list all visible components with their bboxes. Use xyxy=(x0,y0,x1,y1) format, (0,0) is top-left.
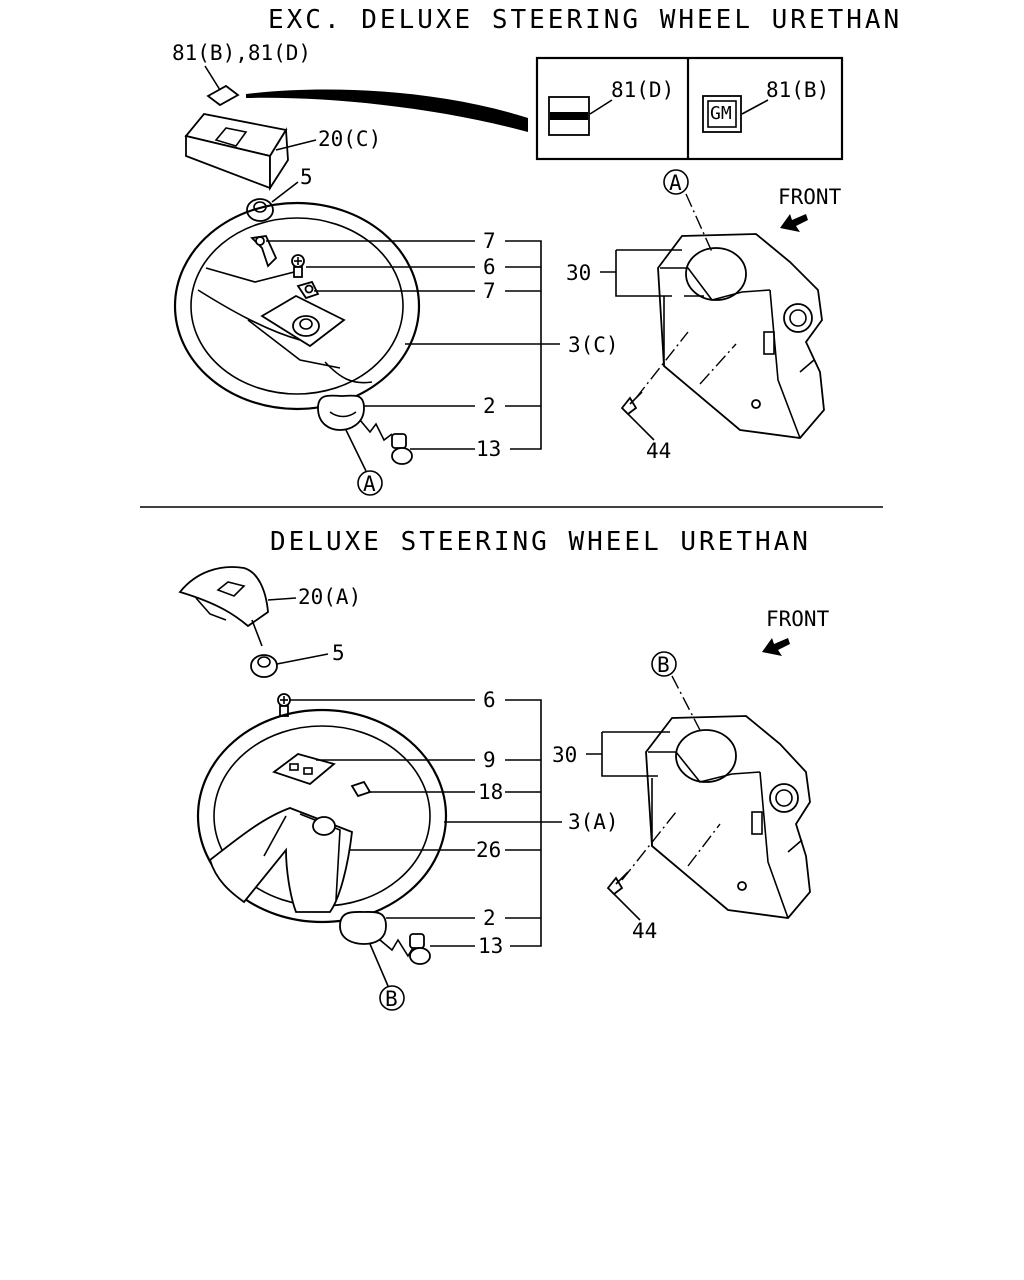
callout-5: 5 xyxy=(300,165,313,189)
cancel-ring-2-bottom xyxy=(339,911,387,945)
callout-5-bottom: 5 xyxy=(332,641,345,665)
horn-pad-c xyxy=(184,113,289,192)
leader-30-bottom xyxy=(586,731,670,777)
callout-26: 26 xyxy=(476,838,501,862)
callout-13: 13 xyxy=(476,437,501,461)
callout-30-top: 30 xyxy=(566,261,591,285)
gm-emblem-text: GM xyxy=(710,103,732,124)
ref-a-wheel: A xyxy=(363,472,376,496)
column-cover-30-bottom xyxy=(645,715,811,919)
leader-5 xyxy=(271,181,299,203)
bottom-section: DELUXE STEERING WHEEL URETHAN 20(A) 5 xyxy=(178,527,830,1011)
clip-7-upper xyxy=(250,235,278,268)
callout-3-a: 3(A) xyxy=(568,810,619,834)
screw-6-bottom xyxy=(277,693,291,717)
screw-44-top xyxy=(620,391,643,416)
callout-7-lower: 7 xyxy=(483,279,496,303)
leader-81 xyxy=(204,65,221,91)
top-section: EXC. DELUXE STEERING WHEEL URETHAN 81(B)… xyxy=(172,5,902,496)
callout-6: 6 xyxy=(483,255,496,279)
callout-7-upper: 7 xyxy=(483,229,496,253)
front-label-bottom: FRONT xyxy=(766,607,830,631)
callout-81-b: 81(B) xyxy=(766,78,829,102)
front-arrow-bottom xyxy=(762,638,790,656)
callout-81-b-d: 81(B),81(D) xyxy=(172,41,311,65)
callout-81-d: 81(D) xyxy=(611,78,674,102)
screw-6 xyxy=(291,254,305,278)
callout-44-top: 44 xyxy=(646,439,671,463)
callout-18: 18 xyxy=(478,780,503,804)
callout-3-c: 3(C) xyxy=(568,333,619,357)
horn-switch-9 xyxy=(272,753,336,786)
bolt-13 xyxy=(391,433,413,465)
callout-bracket-bottom xyxy=(505,699,542,947)
bottom-title: DELUXE STEERING WHEEL URETHAN xyxy=(270,527,811,557)
ref-b-circle-cover xyxy=(651,651,677,677)
front-arrow-top xyxy=(780,214,808,232)
callout-20-a: 20(A) xyxy=(298,585,361,609)
nut-5 xyxy=(246,198,274,222)
emblem-inset-box xyxy=(535,56,844,161)
gm-emblem-inner xyxy=(707,100,737,128)
callout-2: 2 xyxy=(483,394,496,418)
leader-20-a xyxy=(267,597,297,601)
zigzag-lead-top xyxy=(359,419,393,442)
column-cover-30-top xyxy=(657,233,825,439)
callout-13-bottom: 13 xyxy=(478,934,503,958)
ref-a-circle-cover xyxy=(663,169,689,195)
callout-2-bottom: 2 xyxy=(483,906,496,930)
cancel-ring-2 xyxy=(317,394,365,431)
horn-pad-a xyxy=(178,566,269,647)
callout-6-bottom: 6 xyxy=(483,688,496,712)
leader-30-top xyxy=(600,249,682,297)
nut-5-bottom xyxy=(250,654,278,678)
emblem-part xyxy=(206,84,240,107)
callout-20-c: 20(C) xyxy=(318,127,381,151)
clip-7-lower xyxy=(296,280,320,300)
screw-44-bottom xyxy=(606,871,629,896)
callout-bracket-top xyxy=(505,240,542,450)
ref-a-cover: A xyxy=(669,171,682,195)
ref-b-circle-wheel xyxy=(379,985,405,1011)
leader-5-bottom xyxy=(276,653,329,665)
ref-b-cover: B xyxy=(657,653,670,677)
ref-a-circle-wheel xyxy=(357,470,383,496)
leader-20-c xyxy=(275,139,317,151)
ref-b-wheel: B xyxy=(385,987,398,1011)
callout-30-bottom: 30 xyxy=(552,743,577,767)
zigzag-lead-bottom xyxy=(379,938,415,958)
steering-wheel-c xyxy=(173,201,421,411)
leader-81-d xyxy=(589,99,613,115)
front-label-top: FRONT xyxy=(778,185,842,209)
steering-wheel-a xyxy=(196,708,448,924)
bolt-13-bottom xyxy=(409,933,431,965)
inset-pointer-swoosh xyxy=(246,89,528,132)
callout-9: 9 xyxy=(483,748,496,772)
callout-44-bottom: 44 xyxy=(632,919,657,943)
top-title: EXC. DELUXE STEERING WHEEL URETHAN xyxy=(268,5,902,35)
leader-81-b xyxy=(741,99,769,115)
gm-emblem xyxy=(702,95,742,133)
connector-18 xyxy=(350,780,372,798)
isuzu-emblem-band xyxy=(550,112,588,120)
